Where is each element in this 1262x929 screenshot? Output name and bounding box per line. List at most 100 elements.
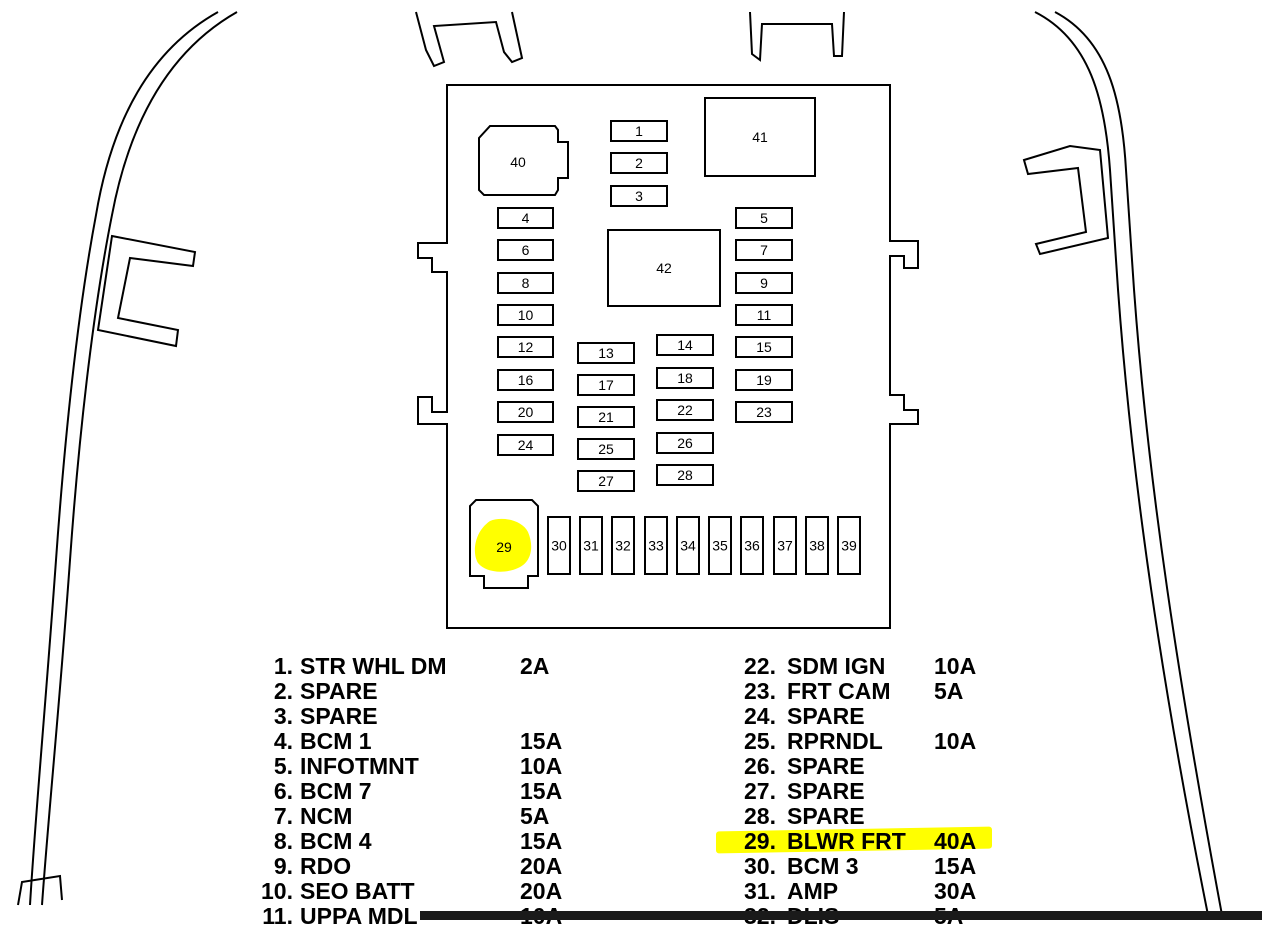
fuse-8-slot bbox=[497, 272, 554, 294]
fuse-38-slot bbox=[805, 516, 829, 575]
fuse-15-label: 15 bbox=[756, 339, 772, 355]
legend-name: INFOTMNT bbox=[300, 753, 419, 779]
fuse-35-label: 35 bbox=[712, 538, 728, 554]
fuse-21-label: 21 bbox=[598, 409, 614, 425]
fuse-15-slot bbox=[735, 336, 793, 358]
fuse-30-slot bbox=[547, 516, 571, 575]
legend-amp: 15A bbox=[934, 853, 977, 879]
fuse-2-slot bbox=[610, 152, 668, 174]
legend-name: STR WHL DM bbox=[300, 653, 447, 679]
legend-num: 30. bbox=[744, 853, 776, 879]
fuse-11-slot bbox=[735, 304, 793, 326]
fuse-36-slot bbox=[740, 516, 764, 575]
fuse-23-label: 23 bbox=[756, 404, 772, 420]
fuse-28-slot bbox=[656, 464, 714, 486]
legend-amp: 20A bbox=[520, 878, 563, 904]
legend-num: 8. bbox=[273, 828, 293, 854]
bottom-left-clip bbox=[17, 874, 63, 906]
legend-name: SDM IGN bbox=[787, 653, 886, 679]
fuse-34-label: 34 bbox=[680, 538, 696, 554]
fuse-34-slot bbox=[676, 516, 700, 575]
legend-num: 23. bbox=[744, 678, 776, 704]
legend-name: SPARE bbox=[300, 678, 378, 704]
fuse-1-slot bbox=[610, 120, 668, 142]
legend-name: BLWR FRT bbox=[787, 828, 906, 854]
fuse-box-outline bbox=[417, 84, 919, 629]
legend-name: FRT CAM bbox=[787, 678, 891, 704]
fuse-20-label: 20 bbox=[518, 404, 534, 420]
fuse-17-label: 17 bbox=[598, 377, 614, 393]
relay-29-label: 29 bbox=[496, 539, 512, 555]
legend-left-row: 3.SPARE bbox=[0, 704, 1262, 729]
legend-amp: 10A bbox=[520, 753, 563, 779]
housing-right-outline bbox=[1034, 11, 1209, 916]
right-clip bbox=[1022, 144, 1110, 256]
relay-29-highlight bbox=[474, 518, 532, 572]
legend-name: RPRNDL bbox=[787, 728, 883, 754]
fuse-30-label: 30 bbox=[551, 538, 567, 554]
fuse-3-label: 3 bbox=[635, 188, 643, 204]
relay-29-outline bbox=[469, 499, 539, 589]
fuse-22-label: 22 bbox=[677, 402, 693, 418]
fuse-32-slot bbox=[611, 516, 635, 575]
legend-amp: 10A bbox=[934, 728, 977, 754]
top-clip-left bbox=[415, 11, 524, 68]
fuse-31-label: 31 bbox=[583, 538, 599, 554]
fuse-5-label: 5 bbox=[760, 210, 768, 226]
legend-right-row: 24.SPARE bbox=[0, 704, 1262, 729]
fuse-5-slot bbox=[735, 207, 793, 229]
fuse-28-label: 28 bbox=[677, 467, 693, 483]
legend-num: 26. bbox=[744, 753, 776, 779]
fuse-6-slot bbox=[497, 239, 554, 261]
legend-name: SPARE bbox=[787, 803, 865, 829]
fuse-18-slot bbox=[656, 367, 714, 389]
fuse-25-slot bbox=[577, 438, 635, 460]
legend-amp: 20A bbox=[520, 853, 563, 879]
fuse-20-slot bbox=[497, 401, 554, 423]
legend-amp: 30A bbox=[934, 878, 977, 904]
fuse-19-label: 19 bbox=[756, 372, 772, 388]
housing-left-outline bbox=[41, 11, 238, 906]
legend-name: BCM 1 bbox=[300, 728, 372, 754]
fuse-4-label: 4 bbox=[522, 210, 530, 226]
top-clip-right bbox=[749, 11, 845, 62]
fuse-32-label: 32 bbox=[615, 538, 631, 554]
fuse-26-label: 26 bbox=[677, 435, 693, 451]
fuse-6-label: 6 bbox=[522, 242, 530, 258]
legend-num: 22. bbox=[744, 653, 776, 679]
housing-right-inner-outline bbox=[1054, 11, 1223, 916]
legend-name: BCM 7 bbox=[300, 778, 372, 804]
fuse-42-label: 42 bbox=[656, 260, 672, 276]
legend-name: SPARE bbox=[787, 753, 865, 779]
legend-left-row: 2.SPARE bbox=[0, 679, 1262, 704]
fuse-22-slot bbox=[656, 399, 714, 421]
fuse-4-slot bbox=[497, 207, 554, 229]
fuse-27-label: 27 bbox=[598, 473, 614, 489]
legend-num: 28. bbox=[744, 803, 776, 829]
fuse-8-label: 8 bbox=[522, 275, 530, 291]
fuse-11-label: 11 bbox=[757, 307, 772, 323]
legend-amp: 15A bbox=[520, 828, 563, 854]
legend-num: 24. bbox=[744, 703, 776, 729]
fuse-14-label: 14 bbox=[677, 337, 693, 353]
legend-amp: 5A bbox=[520, 803, 550, 829]
housing-left-inner-outline bbox=[29, 11, 219, 906]
fuse-1-label: 1 bbox=[635, 123, 643, 139]
fuse-14-slot bbox=[656, 334, 714, 356]
legend-num: 6. bbox=[273, 778, 293, 804]
fuse-41-label: 41 bbox=[752, 129, 768, 145]
legend-name: RDO bbox=[300, 853, 352, 879]
fuse-12-label: 12 bbox=[518, 339, 534, 355]
fuse-10-label: 10 bbox=[518, 307, 534, 323]
legend-amp: 40A bbox=[934, 828, 977, 854]
legend-right-row: 26. SPARE bbox=[0, 754, 1262, 779]
